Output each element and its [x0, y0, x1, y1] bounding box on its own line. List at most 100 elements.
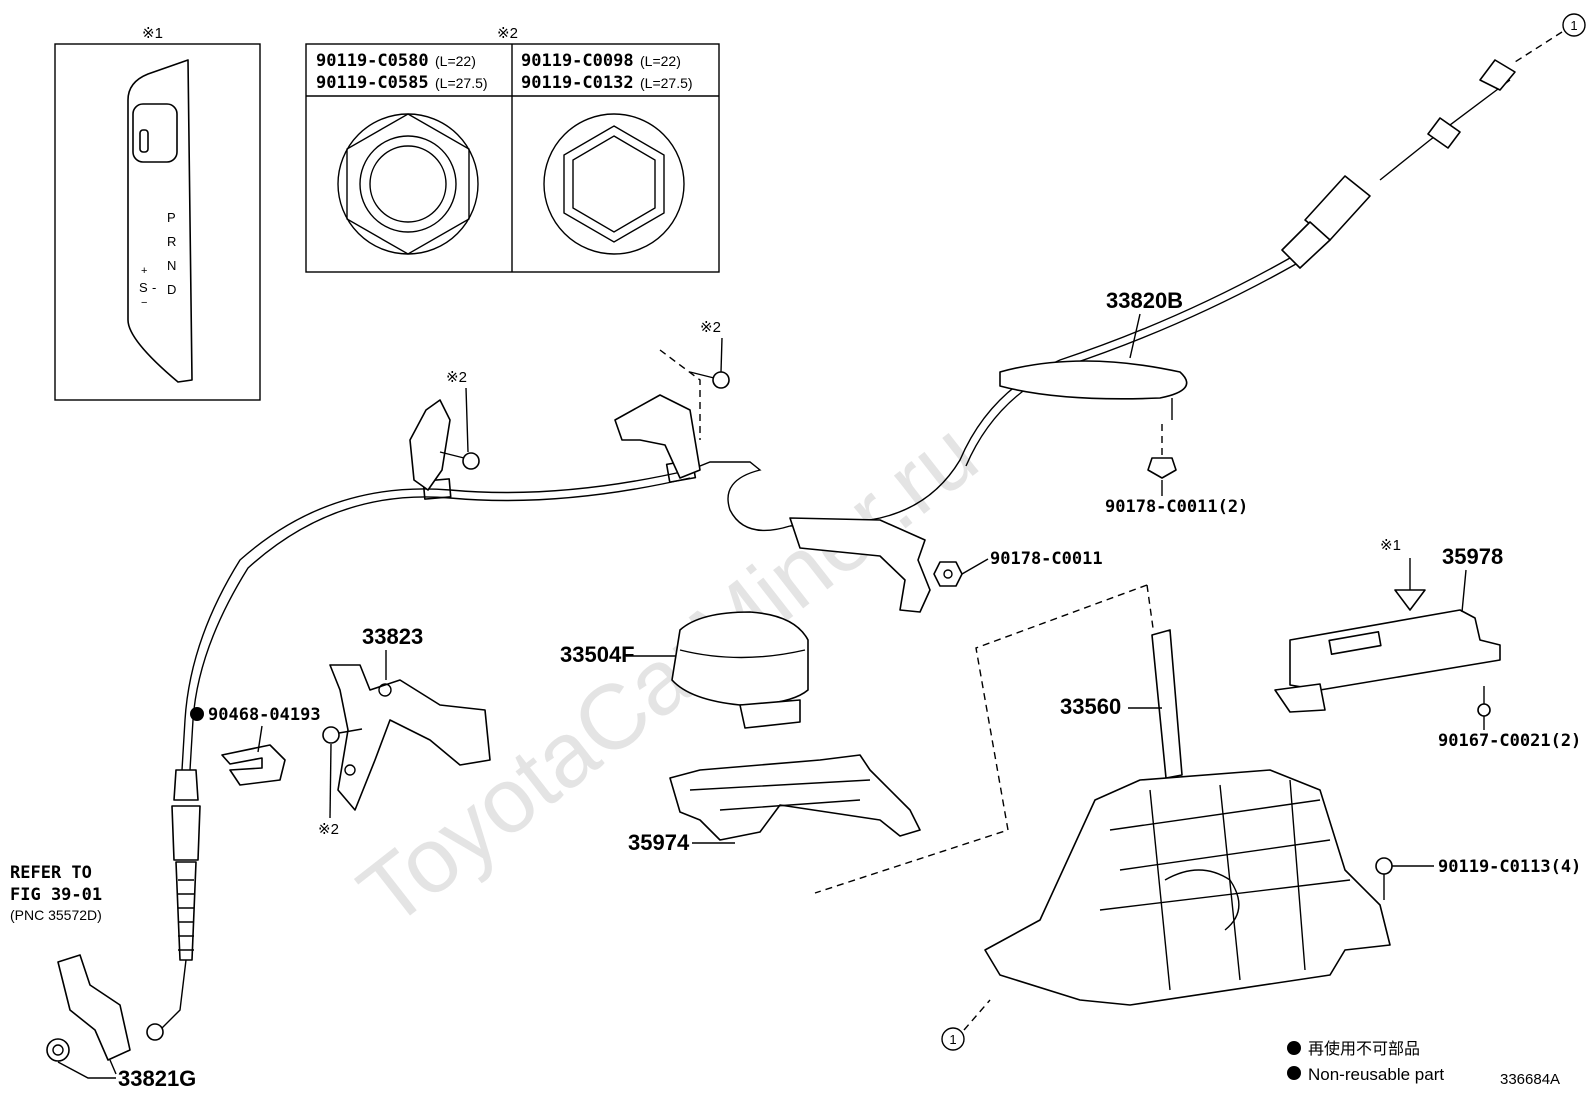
inset1-mark: ※1	[142, 25, 163, 42]
label-33820b: 33820B	[1106, 288, 1183, 313]
leader-33821g-b	[109, 1059, 117, 1075]
indicator-window	[1328, 630, 1382, 656]
shifter-assembly-33560	[814, 584, 1393, 1006]
cable-main-2	[189, 477, 691, 771]
cable-bracket-mid	[614, 394, 701, 479]
bolt-part-b: 90119-C0585	[316, 73, 429, 93]
leader-note2-left	[465, 387, 469, 453]
bolt-icon-a	[439, 451, 480, 470]
nut-icon	[1147, 457, 1177, 479]
bolt-length-a: (L=22)	[435, 53, 476, 69]
label-90167-c0021-2: 90167-C0021(2)	[1438, 731, 1581, 751]
plus-mark: +	[141, 265, 147, 277]
cable-end-rod	[1379, 79, 1511, 181]
ref-circle-1-bottom-leader	[963, 999, 991, 1031]
cable-end-sleeve	[171, 805, 201, 861]
bracket-mid-dash	[659, 349, 701, 440]
note2-bracket-left: ※2	[446, 369, 467, 386]
cable-main	[181, 469, 691, 771]
label-35974: 35974	[628, 830, 690, 855]
shift-cable-assembly	[146, 59, 1516, 1041]
shifter-housing	[984, 769, 1391, 1006]
gear-letter-n: N	[167, 258, 176, 273]
label-33823: 33823	[362, 624, 423, 649]
flange-bolt-head-icon	[337, 113, 479, 255]
leader-33821g-a	[57, 1061, 116, 1079]
indicator-35978	[1274, 558, 1501, 717]
bracket-33823	[329, 664, 491, 811]
inset1-frame	[54, 43, 261, 401]
legend-japanese: 再使用不可部品	[1308, 1040, 1420, 1058]
refer-line-2: FIG 39-01	[10, 885, 102, 905]
cable-clip	[1427, 117, 1461, 149]
note2-bracket-mid: ※2	[700, 319, 721, 336]
sport-mark: S	[139, 280, 148, 295]
bolt-length-d: (L=27.5)	[640, 75, 693, 91]
gear-letter-r: R	[167, 234, 176, 249]
nut-icon-c	[46, 1038, 70, 1062]
shift-button	[139, 129, 149, 153]
inset-bolt-table: ※2 90119-C0580 (L=22) 90119-C0585 (L=27.…	[305, 25, 720, 273]
cable-end-rod-lower	[159, 959, 187, 1031]
refer-line-3: (PNC 35572D)	[10, 907, 102, 923]
leader-note2-mid	[720, 337, 723, 373]
note1-indicator: ※1	[1380, 537, 1401, 554]
knob-body	[671, 611, 809, 706]
bolt-length-c: (L=22)	[640, 53, 681, 69]
refer-line-1: REFER TO	[10, 863, 92, 883]
knob-boot	[739, 699, 801, 729]
shift-lever	[1151, 629, 1183, 779]
bolt-length-b: (L=27.5)	[435, 75, 488, 91]
label-90178-c0011-2: 90178-C0011(2)	[1105, 497, 1248, 517]
down-arrow-icon	[1394, 589, 1426, 611]
cable-end-ball	[146, 1023, 164, 1041]
bolt-part-d: 90119-C0132	[521, 73, 634, 93]
label-33504f: 33504F	[560, 642, 635, 667]
inset2-mark: ※2	[497, 25, 518, 42]
shift-knob-33504f	[671, 611, 809, 729]
label-33560: 33560	[1060, 694, 1121, 719]
label-35978: 35978	[1442, 544, 1503, 569]
nonreusable-dot-90468	[190, 707, 204, 721]
frame-detail	[689, 779, 871, 811]
ref-circle-1-top	[1562, 13, 1586, 37]
cable-eye-end	[1479, 59, 1516, 91]
bolt-icon-c	[322, 726, 363, 744]
ref-circle-1-top-label: 1	[1570, 18, 1577, 33]
minus-mark: −	[141, 297, 147, 309]
bolt-part-a: 90119-C0580	[316, 51, 429, 71]
indicator-body	[1289, 609, 1501, 691]
bracket-hole	[378, 683, 392, 697]
frame-body	[669, 754, 921, 841]
connector-35572d	[57, 954, 131, 1061]
legend-dot-jp	[1287, 1041, 1301, 1055]
ref-circle-1-bottom-label: 1	[949, 1032, 956, 1047]
housing-detail	[1164, 869, 1240, 931]
label-33821g: 33821G	[118, 1066, 196, 1091]
label-90119-c0113-4: 90119-C0113(4)	[1438, 857, 1581, 877]
note2-bracket-33823: ※2	[318, 821, 339, 838]
figure-code: 336684A	[1500, 1071, 1560, 1088]
leader-note2-33823	[329, 743, 332, 819]
leader-33820b	[1129, 313, 1141, 359]
gear-letter-p: P	[167, 210, 176, 225]
gear-letter-d: D	[167, 282, 176, 297]
label-90178-c0011: 90178-C0011	[990, 549, 1103, 569]
legend-english: Non-reusable part	[1308, 1065, 1444, 1084]
screw-icon-b	[1375, 857, 1393, 900]
cable-bushing	[1281, 221, 1331, 269]
shifter-dash-b	[1146, 584, 1154, 629]
bolt-part-c: 90119-C0098	[521, 51, 634, 71]
ref-circle-1-top-leader	[1514, 31, 1563, 63]
clip-90468	[221, 744, 286, 786]
connector-body	[57, 954, 131, 1061]
shifter-dash-a	[814, 584, 1148, 894]
label-90468-04193: 90468-04193	[208, 705, 321, 725]
knob-seam	[679, 649, 806, 659]
cable-bracket-left	[409, 399, 451, 491]
cable-loop	[689, 461, 791, 532]
bolt-icon-b	[689, 371, 730, 389]
bracket-hole-2	[344, 764, 356, 776]
leader-90178-c0011	[961, 558, 989, 575]
